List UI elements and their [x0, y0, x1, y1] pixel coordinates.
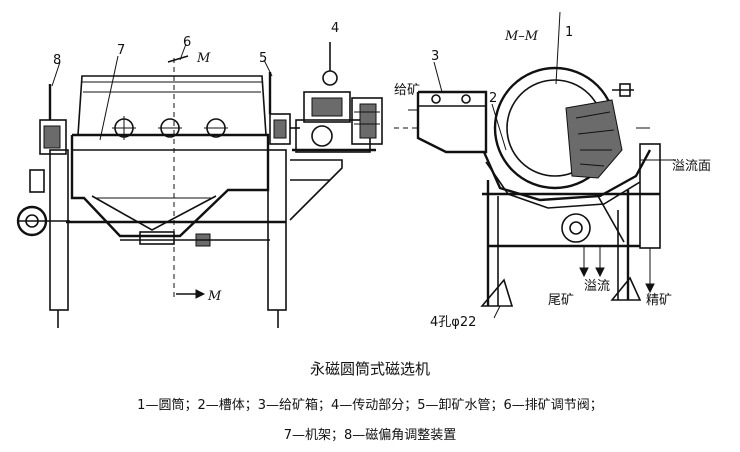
- label-3: 3: [431, 49, 439, 64]
- figure-title: 永磁圆筒式磁选机: [309, 360, 430, 378]
- left-side-view: [16, 42, 383, 328]
- tank: [482, 103, 676, 249]
- drive-unit: [289, 42, 383, 221]
- label-tailings: 尾矿: [548, 293, 574, 308]
- drum: [493, 11, 623, 190]
- label-m-bottom: M: [207, 289, 222, 304]
- label-8: 8: [53, 53, 61, 68]
- machine-frame: [49, 149, 287, 328]
- label-overflow: 溢流: [584, 279, 610, 294]
- label-m-top: M: [196, 51, 211, 66]
- right-frame: [480, 180, 660, 307]
- label-mm: M–M: [504, 29, 539, 44]
- right-section-view: [394, 11, 676, 319]
- label-5: 5: [259, 51, 267, 66]
- legend-line-1: 1—圆筒；2—槽体；3—给矿箱；4—传动部分；5—卸矿水管；6—排矿调节阀；: [137, 398, 603, 413]
- label-2: 2: [489, 91, 497, 106]
- legend-line-2: 7—机架；8—磁偏角调整装置: [283, 428, 457, 443]
- label-1: 1: [565, 25, 573, 40]
- label-feed: 给矿: [394, 83, 420, 98]
- label-holes: 4孔φ22: [430, 315, 476, 330]
- label-overflow-surface: 溢流面: [672, 159, 711, 174]
- label-6: 6: [183, 35, 191, 50]
- label-7: 7: [117, 43, 125, 58]
- magnetic-angle-adjuster: [16, 84, 70, 237]
- tank-windows: [112, 116, 228, 140]
- discharge-water-pipe: [268, 72, 300, 145]
- flow-arrows: [408, 109, 655, 319]
- label-4: 4: [331, 21, 339, 36]
- feed-box: [394, 61, 488, 154]
- label-concentrate: 精矿: [646, 293, 672, 308]
